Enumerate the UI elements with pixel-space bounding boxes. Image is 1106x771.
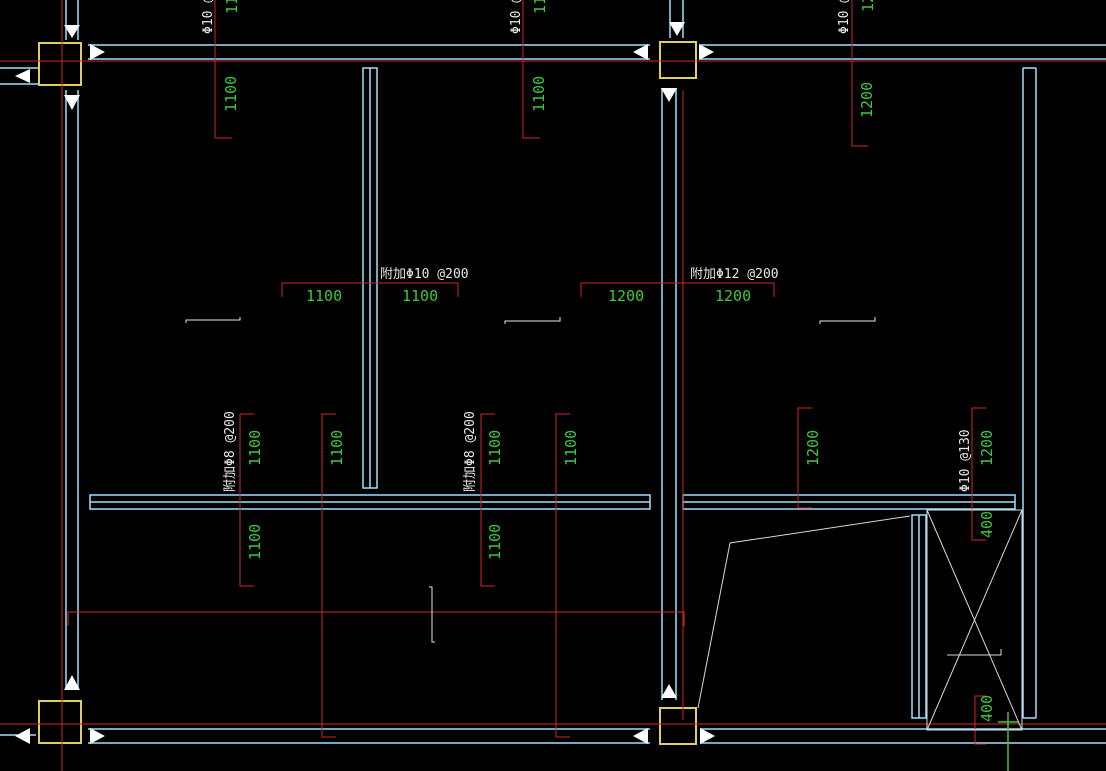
dimension-labels: 1100 1100 1200 1100 1100 1200 1200 1100 …: [222, 76, 996, 722]
rebar-mid-4: [555, 413, 570, 738]
column-bottom-left[interactable]: [38, 700, 82, 744]
arrow-left-vertical-top: [64, 95, 80, 110]
arrow-left-stub: [15, 69, 30, 83]
dim-span-left-1: 1100: [306, 287, 342, 305]
rebar-top-1: [214, 0, 232, 139]
arrow-bottom-left: [90, 728, 105, 744]
dim-vertical-10: 400: [978, 695, 996, 722]
columns: [38, 41, 697, 745]
arrow-bottom-mid-left: [633, 728, 648, 744]
top-rebar-value-2: 110: [531, 0, 549, 14]
note-top-left: 附加Φ10 @200: [380, 267, 469, 282]
dim-top-1: 1100: [222, 76, 240, 112]
stair-opening: [926, 509, 1023, 731]
arrow-left-vertical-bottom: [64, 675, 80, 690]
dim-span-right-1: 1200: [608, 287, 644, 305]
top-rebar-label-1: Φ10 @: [201, 0, 216, 34]
dim-span-right-2: 1200: [715, 287, 751, 305]
dim-top-2: 1100: [530, 76, 548, 112]
arrow-mid-vertical-bottom: [661, 684, 677, 698]
arrow-top-mid-right: [699, 44, 714, 60]
beam-arrows: [15, 22, 715, 744]
span-marker-1: [185, 317, 241, 323]
stair-direction-arrow: [947, 649, 1002, 656]
rebar-mid-2: [321, 413, 336, 738]
note-right: Φ10 @130: [958, 429, 973, 492]
column-top-left[interactable]: [38, 42, 82, 86]
arrow-top-left: [90, 44, 105, 60]
span-markers: [185, 317, 876, 643]
stair-area: [697, 509, 1023, 731]
dim-vertical-4: 1100: [486, 430, 504, 466]
rebar-mid-7: [974, 695, 986, 745]
column-top-mid[interactable]: [659, 41, 697, 79]
note-top-right: 附加Φ12 @200: [690, 267, 779, 282]
top-rebar-label-2: Φ10 @: [509, 0, 524, 34]
top-labels: Φ10 @ Φ10 @ Φ10 @ 110 110 12: [201, 0, 877, 34]
dim-vertical-5: 1200: [804, 430, 822, 466]
note-mid-left: 附加Φ8 @200: [223, 411, 238, 492]
dim-top-3: 1200: [858, 82, 876, 118]
rebar-span-left: [281, 282, 459, 297]
arrow-mid-top-stub: [669, 22, 685, 36]
top-rebar-label-3: Φ10 @: [837, 0, 852, 34]
stair-outline: [697, 515, 911, 709]
dim-vertical-7: 1100: [486, 524, 504, 560]
rebar-long-span: [67, 611, 685, 626]
arrow-top-mid-left: [633, 44, 648, 60]
dim-vertical-3: 1100: [328, 430, 346, 466]
stair-cross-b: [926, 509, 1023, 731]
cursor-crosshair: [998, 712, 1018, 771]
note-mid-center: 附加Φ8 @200: [463, 411, 478, 492]
rebar-notes: 附加Φ10 @200 附加Φ12 @200 附加Φ8 @200 附加Φ8 @20…: [223, 267, 973, 492]
dim-vertical-6: 1200: [978, 430, 996, 466]
dim-vertical-2: 1100: [246, 524, 264, 560]
span-marker-2: [504, 317, 561, 324]
arrow-left-top-stub: [64, 25, 80, 38]
rebar-top-2: [522, 0, 540, 139]
beams: [0, 0, 1106, 744]
arrow-mid-vertical-top: [661, 88, 677, 102]
arrow-bottom-mid-right: [700, 728, 715, 744]
rebar-mid-5: [797, 407, 812, 509]
dim-span-left-2: 1100: [402, 287, 438, 305]
dim-vertical-9: 400: [978, 511, 996, 538]
rebar-mid-1: [239, 413, 254, 587]
dim-vertical-8: 1100: [562, 430, 580, 466]
span-marker-4: [429, 586, 435, 643]
span-marker-3: [819, 317, 876, 324]
rebar-mid-3: [480, 413, 495, 587]
rebar-span-right: [580, 282, 775, 297]
rebar-top-3: [851, 0, 868, 147]
column-bottom-mid[interactable]: [659, 707, 697, 745]
top-rebar-value-3: 12: [859, 0, 877, 12]
dim-vertical-1: 1100: [246, 430, 264, 466]
arrow-bottom-far-left: [15, 728, 30, 744]
rebar-mid-6: [971, 407, 986, 541]
top-rebar-value-1: 110: [223, 0, 241, 14]
